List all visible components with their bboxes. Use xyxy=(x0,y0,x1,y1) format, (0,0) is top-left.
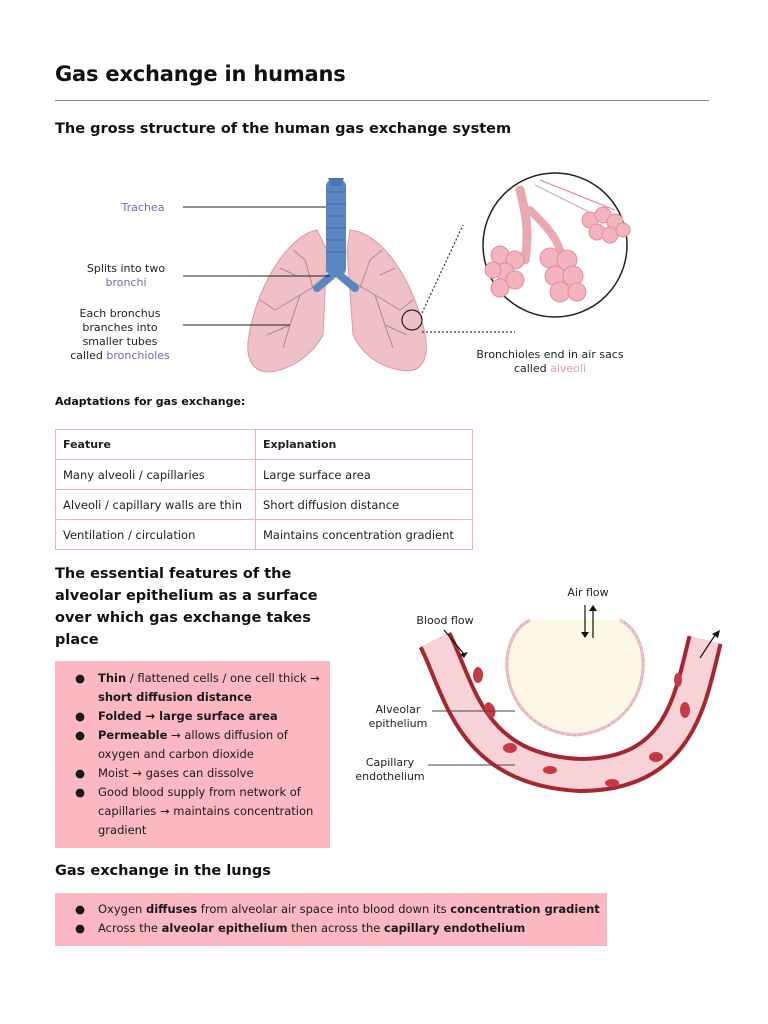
title-divider xyxy=(55,100,709,101)
adaptations-heading: Adaptations for gas exchange: xyxy=(55,395,246,408)
label-blood-flow: Blood flow xyxy=(416,614,474,627)
page-title: Gas exchange in humans xyxy=(55,62,346,86)
list-item: ●Folded → large surface area xyxy=(75,709,278,723)
list-item: ●Thin / flattened cells / one cell thick… xyxy=(75,671,320,704)
section-heading-alveolar-epithelium: The essential features of the alveolar e… xyxy=(55,566,318,648)
list-item: ●Across the alveolar epithelium then acr… xyxy=(75,921,526,935)
section-heading-gas-exchange-lungs: Gas exchange in the lungs xyxy=(55,863,271,879)
table-header-feature: Feature xyxy=(55,429,256,460)
table-header-row: Feature Explanation xyxy=(55,429,473,460)
table-cell: Maintains concentration gradient xyxy=(255,519,473,550)
label-bronchioles: Each bronchus branches into smaller tube… xyxy=(70,307,170,362)
section-heading-gross-structure: The gross structure of the human gas exc… xyxy=(55,121,512,137)
table-cell: Alveoli / capillary walls are thin xyxy=(55,489,256,520)
table-row: Many alveoli / capillaries Large surface… xyxy=(55,459,473,490)
table-cell: Short diffusion distance xyxy=(255,489,473,520)
list-item: ●Oxygen diffuses from alveolar air space… xyxy=(75,902,600,916)
lungs-box: ●Oxygen diffuses from alveolar air space… xyxy=(55,893,607,946)
label-capillary-endothelium: Capillary endothelium xyxy=(355,756,425,783)
table-row: Alveoli / capillary walls are thin Short… xyxy=(55,489,473,520)
label-bronchi: Splits into two bronchi xyxy=(86,262,166,289)
table-row: Ventilation / circulation Maintains conc… xyxy=(55,519,473,550)
label-alveolar-epithelium: Alveolar epithelium xyxy=(368,703,428,730)
lungs-diagram xyxy=(183,172,631,373)
table-cell: Ventilation / circulation xyxy=(55,519,256,550)
label-air-flow: Air flow xyxy=(567,586,609,599)
label-trachea: Trachea xyxy=(121,201,165,214)
label-alveoli: Bronchioles end in air sacs called alveo… xyxy=(476,348,624,375)
list-item: ●Moist → gases can dissolve xyxy=(75,766,254,780)
table-cell: Large surface area xyxy=(255,459,473,490)
table-cell: Many alveoli / capillaries xyxy=(55,459,256,490)
table-header-explanation: Explanation xyxy=(255,429,473,460)
features-box: ●Thin / flattened cells / one cell thick… xyxy=(55,661,330,848)
adaptations-table: Feature Explanation Many alveoli / capil… xyxy=(55,429,473,550)
alveolus-capillary-diagram xyxy=(418,605,723,794)
